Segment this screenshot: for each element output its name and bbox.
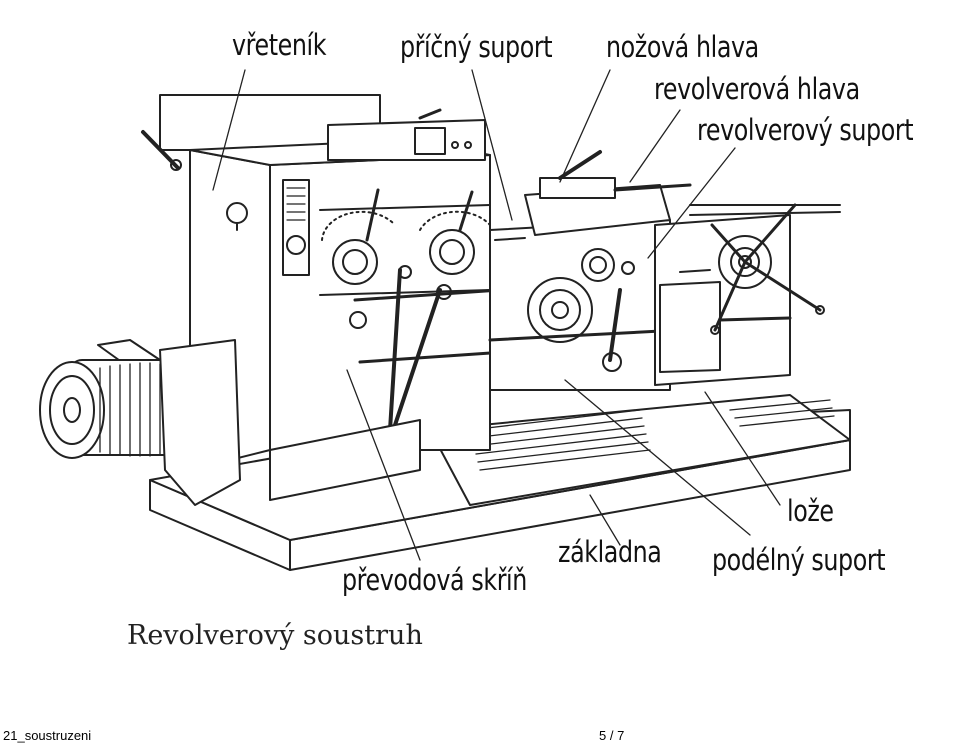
turret-slide [654,203,841,386]
leader-lines [212,69,781,561]
turret-lathe-illustration [39,69,851,571]
label-turret-slide: revolverový suport [697,113,914,147]
label-spindle-head: vřeteník [232,28,327,62]
label-turret-head: revolverová hlava [654,72,860,106]
label-bed: lože [787,494,834,528]
figure-caption: Revolverový soustruh [127,620,423,651]
label-base: základna [558,535,662,569]
cross-slide-and-carriage [488,150,692,391]
headstock [141,94,507,501]
label-longitudinal-slide: podélný suport [712,543,886,577]
document-name: 21_soustruzeni [3,728,92,743]
electric-motor [39,339,241,506]
page-indicator: 5 / 7 [599,728,625,743]
label-tool-head: nožová hlava [606,30,759,64]
label-cross-slide: příčný suport [400,30,553,64]
label-gearbox: převodová skříň [342,563,527,597]
